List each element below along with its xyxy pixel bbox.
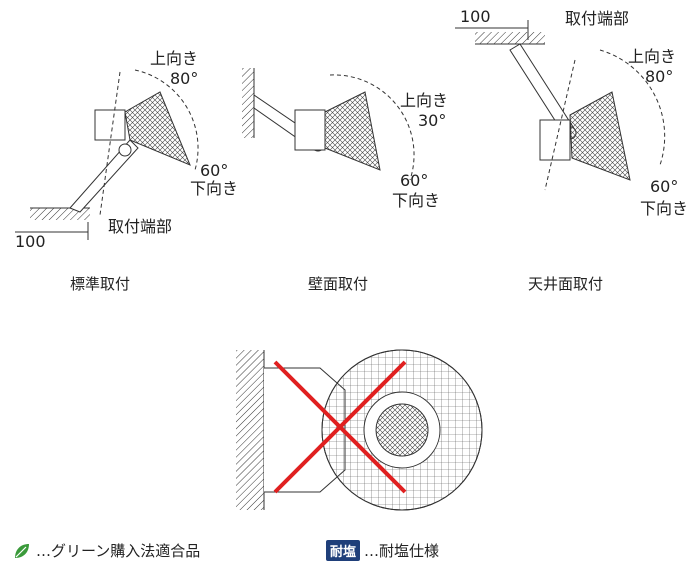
ref-line: [544, 59, 576, 191]
legend-salt: 耐塩 …耐塩仕様: [326, 540, 439, 561]
ceiling-hatch: [475, 32, 545, 44]
end-label: 取付端部: [565, 9, 630, 28]
lamp-shade: [569, 91, 631, 181]
floor-hatch: [30, 208, 90, 220]
caption-ceiling: 天井面取付: [528, 275, 604, 293]
arm: [69, 139, 139, 213]
angle-arc: [599, 49, 666, 166]
up-angle: 80°: [170, 69, 199, 88]
end-label: 取付端部: [108, 217, 173, 236]
panel-ceiling-mount: [455, 20, 666, 191]
lamp-body: [94, 109, 126, 141]
up-label: 上向き: [628, 47, 677, 66]
dimension-label: 100: [15, 232, 46, 251]
panel-standard-mount: [15, 69, 199, 240]
down-label: 下向き: [190, 179, 239, 198]
caption-wall: 壁面取付: [308, 275, 369, 293]
leaf-icon: [15, 543, 29, 558]
down-label: 下向き: [640, 199, 689, 218]
angle-arc: [329, 74, 415, 181]
down-angle: 60°: [650, 177, 679, 196]
dimension-label: 100: [460, 7, 491, 26]
down-angle: 60°: [400, 171, 429, 190]
up-angle: 30°: [418, 111, 447, 130]
legend-green: …グリーン購入法適合品: [12, 540, 200, 561]
ref-line: [99, 71, 121, 216]
prohibited-top-view: [236, 349, 483, 511]
caption-standard: 標準取付: [70, 275, 131, 293]
wall-hatch: [242, 68, 254, 138]
down-angle: 60°: [200, 161, 229, 180]
up-label: 上向き: [400, 91, 449, 110]
lamp-shade: [324, 91, 381, 171]
pivot: [118, 143, 132, 157]
lamp-body: [539, 119, 571, 161]
lamp-rim: [321, 349, 483, 511]
angle-arc: [134, 69, 199, 171]
lamp-shade: [124, 91, 191, 166]
panel-wall-mount: [242, 68, 415, 181]
up-label: 上向き: [150, 49, 199, 68]
prohibited-x-mark: [273, 360, 407, 494]
salt-badge: 耐塩: [326, 540, 361, 561]
up-angle: 80°: [645, 67, 674, 86]
legend-green-text: …グリーン購入法適合品: [36, 542, 201, 560]
wall-hatch: [236, 350, 264, 510]
down-label: 下向き: [392, 191, 441, 210]
lamp-body: [294, 109, 326, 151]
center-fins: [375, 403, 429, 457]
legend-salt-text: …耐塩仕様: [364, 542, 440, 560]
